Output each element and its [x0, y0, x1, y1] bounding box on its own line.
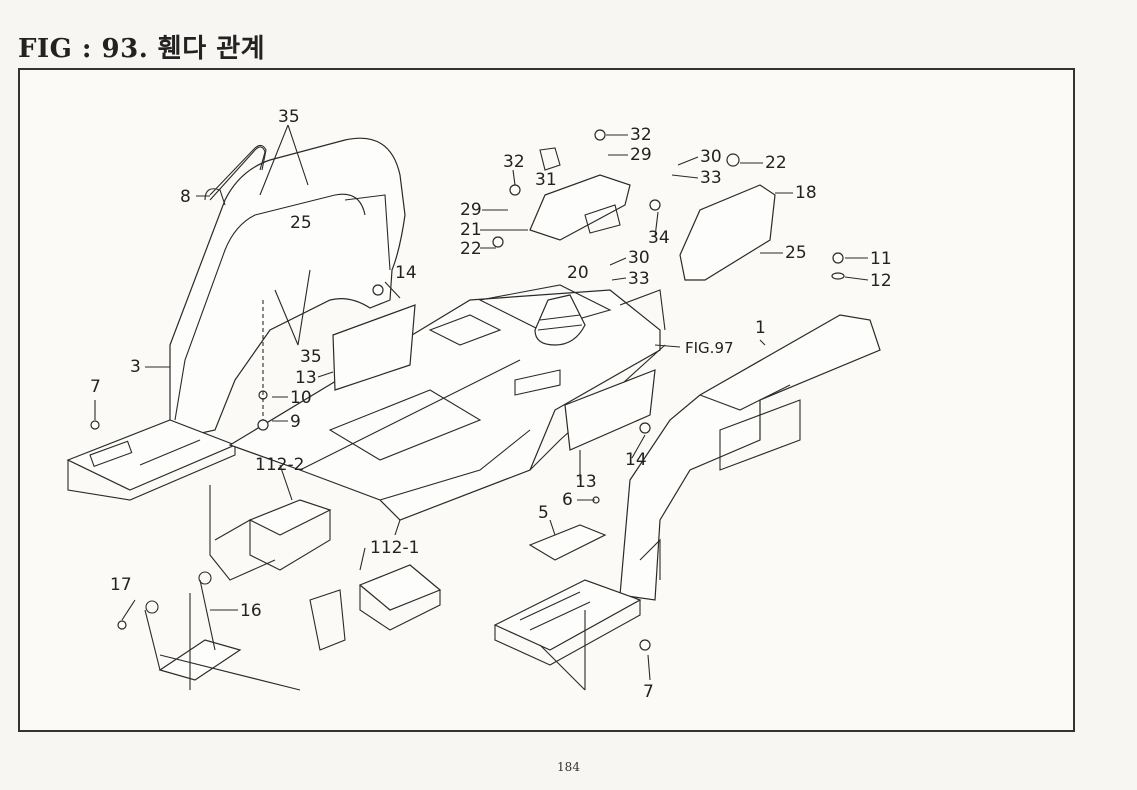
callout-22-left: 22 [460, 239, 482, 259]
left-step [144, 571, 242, 681]
callout-29-right: 29 [630, 145, 652, 165]
leader-lines [94, 134, 869, 681]
callout-33-mid: 33 [628, 269, 650, 289]
callout-20: 20 [567, 263, 589, 283]
fasteners [90, 129, 845, 651]
lever-guide-right [679, 184, 776, 281]
callout-112-2: 112-2 [255, 455, 304, 475]
cover-plate [528, 524, 607, 561]
tray-112-2 [209, 485, 332, 581]
right-fender [619, 314, 881, 601]
left-floor-rail [66, 419, 237, 501]
tray-112-1 [309, 564, 442, 651]
floor-deck [228, 284, 666, 536]
left-side-cover [332, 304, 416, 391]
figure-reference: FIG.97 [685, 339, 734, 357]
callout-30-top: 30 [700, 147, 722, 167]
callout-16: 16 [240, 601, 262, 621]
figure-title: FIG : 93. 휀다 관계 [18, 34, 266, 64]
callout-34: 34 [648, 228, 670, 248]
callout-21: 21 [460, 220, 482, 240]
callout-labels: 35 8 25 3 35 7 10 9 14 13 112-2 17 16 11… [90, 107, 892, 702]
callout-7-right: 7 [643, 682, 654, 702]
callout-8: 8 [180, 187, 191, 207]
callout-11: 11 [870, 249, 892, 269]
callout-12: 12 [870, 271, 892, 291]
page-number: 184 [557, 760, 580, 774]
callout-30-mid: 30 [628, 248, 650, 268]
callout-10: 10 [290, 388, 312, 408]
callout-33-top: 33 [700, 168, 722, 188]
callout-29-left: 29 [460, 200, 482, 220]
shift-boot [514, 294, 586, 396]
callout-13-left: 13 [295, 368, 317, 388]
callout-35-lower: 35 [300, 347, 322, 367]
callout-35-top: 35 [278, 107, 300, 127]
callout-18: 18 [795, 183, 817, 203]
callout-25-right: 25 [785, 243, 807, 263]
right-side-cover [564, 369, 656, 451]
left-fender [169, 137, 406, 441]
callout-32-left: 32 [503, 152, 525, 172]
callout-17: 17 [110, 575, 132, 595]
callout-32-right: 32 [630, 125, 652, 145]
callout-7-left: 7 [90, 377, 101, 397]
callout-14-right: 14 [625, 450, 647, 470]
callout-22-right: 22 [765, 153, 787, 173]
right-step-plate [493, 579, 642, 666]
callout-14-left: 14 [395, 263, 417, 283]
lever-guide-left [529, 147, 631, 241]
callout-3: 3 [130, 357, 141, 377]
callout-13-right: 13 [575, 472, 597, 492]
callout-25-left: 25 [290, 213, 312, 233]
callout-5: 5 [538, 503, 549, 523]
callout-6: 6 [562, 490, 573, 510]
callout-112-1: 112-1 [370, 538, 419, 558]
grab-handle [209, 144, 267, 196]
callout-31: 31 [535, 170, 557, 190]
callout-9: 9 [290, 412, 301, 432]
callout-1: 1 [755, 318, 766, 338]
assembly-lines [159, 124, 666, 691]
